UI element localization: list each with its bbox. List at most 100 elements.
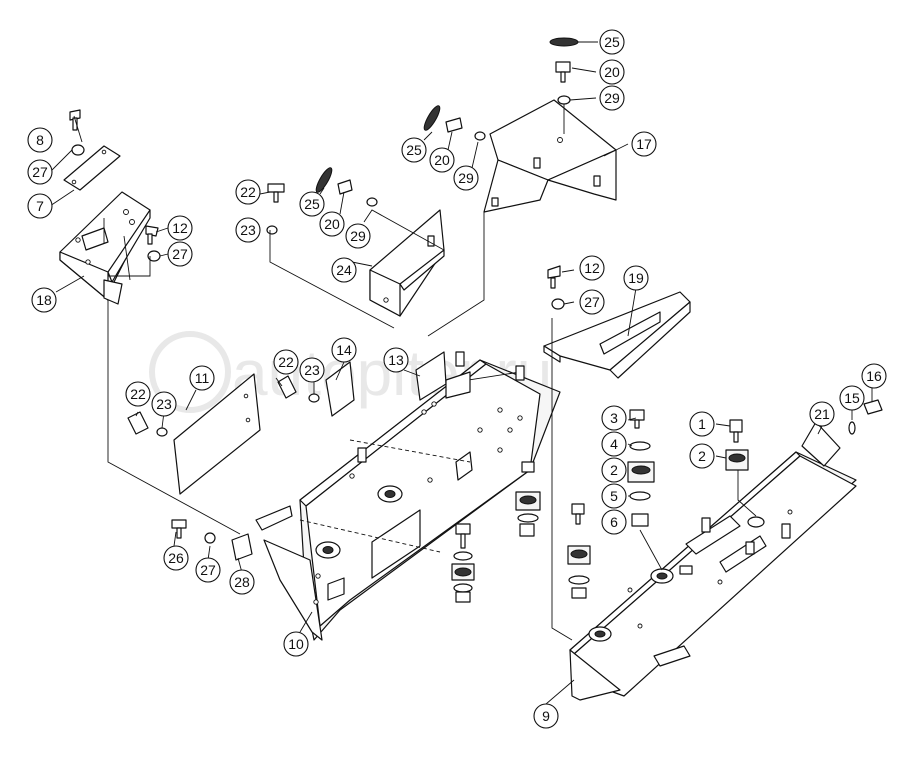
part-cover-17 xyxy=(483,99,617,213)
svg-text:29: 29 xyxy=(350,228,366,244)
part-washer-23c xyxy=(266,225,278,235)
svg-text:9: 9 xyxy=(542,708,550,724)
svg-text:14: 14 xyxy=(336,342,352,358)
callout-27b: 27 xyxy=(167,241,193,267)
callout-27c: 27 xyxy=(195,557,221,583)
part-seal-25b xyxy=(423,105,441,131)
part-plate-28 xyxy=(231,533,253,561)
svg-text:23: 23 xyxy=(156,396,172,412)
callout-23a: 23 xyxy=(235,217,261,243)
callout-25b: 25 xyxy=(401,137,427,163)
callout-14: 14 xyxy=(331,337,357,363)
part-bolt-22b xyxy=(277,375,297,399)
callout-5: 5 xyxy=(601,483,627,509)
callout-22b: 22 xyxy=(125,381,151,407)
part-washer-15 xyxy=(848,421,856,435)
svg-text:22: 22 xyxy=(278,354,294,370)
svg-text:15: 15 xyxy=(844,390,860,406)
svg-text:25: 25 xyxy=(304,196,320,212)
svg-text:25: 25 xyxy=(406,142,422,158)
callout-13: 13 xyxy=(383,347,409,373)
callout-25a: 25 xyxy=(299,191,325,217)
svg-text:22: 22 xyxy=(130,386,146,402)
svg-text:29: 29 xyxy=(604,90,620,106)
callout-2-right: 2 xyxy=(689,443,715,469)
part-mount-stack-right xyxy=(567,503,591,599)
callout-11: 11 xyxy=(189,365,215,391)
svg-text:8: 8 xyxy=(36,132,44,148)
svg-text:20: 20 xyxy=(604,64,620,80)
callout-22c: 22 xyxy=(273,349,299,375)
callout-17: 17 xyxy=(631,131,657,157)
svg-text:1: 1 xyxy=(698,416,706,432)
svg-text:27: 27 xyxy=(200,562,216,578)
part-mount-stack-detail xyxy=(627,409,655,527)
part-bracket-18 xyxy=(59,191,151,305)
part-mount-2-right xyxy=(725,449,749,471)
part-washer-27b xyxy=(147,250,161,262)
part-washer-27c xyxy=(204,532,216,544)
part-bolt-20b xyxy=(445,117,463,133)
svg-text:25: 25 xyxy=(604,34,620,50)
callout-19: 19 xyxy=(623,265,649,291)
callout-27a: 27 xyxy=(27,159,53,185)
callout-4: 4 xyxy=(601,431,627,457)
callout-20a: 20 xyxy=(319,211,345,237)
leader-lines xyxy=(49,41,873,705)
part-bracket-13 xyxy=(415,351,471,401)
svg-text:22: 22 xyxy=(240,184,256,200)
part-plate-7 xyxy=(63,145,121,191)
svg-text:17: 17 xyxy=(636,136,652,152)
callout-29b: 29 xyxy=(453,165,479,191)
callout-20c: 20 xyxy=(599,59,625,85)
part-seal-25a xyxy=(315,167,333,193)
callout-16: 16 xyxy=(861,363,887,389)
part-bolt-20a xyxy=(337,179,353,195)
callout-20b: 20 xyxy=(429,147,455,173)
callout-1: 1 xyxy=(689,411,715,437)
part-bolt-12b xyxy=(547,265,561,289)
callout-27d: 27 xyxy=(579,289,605,315)
svg-text:19: 19 xyxy=(628,270,644,286)
callout-12b: 12 xyxy=(579,255,605,281)
svg-text:16: 16 xyxy=(866,368,882,384)
callout-10: 10 xyxy=(283,631,309,657)
svg-text:10: 10 xyxy=(288,636,304,652)
callout-15: 15 xyxy=(839,385,865,411)
svg-text:29: 29 xyxy=(458,170,474,186)
part-plate-11 xyxy=(173,373,261,495)
part-washer-27d xyxy=(551,298,565,310)
callout-6: 6 xyxy=(601,509,627,535)
part-bolt-1 xyxy=(729,419,743,443)
svg-text:20: 20 xyxy=(324,216,340,232)
part-bolt-22c xyxy=(267,183,285,203)
part-frame-9 xyxy=(569,451,857,701)
svg-text:26: 26 xyxy=(168,550,184,566)
part-mount-stack-center xyxy=(515,461,541,537)
svg-text:18: 18 xyxy=(36,292,52,308)
svg-text:11: 11 xyxy=(195,370,210,386)
part-bracket-19 xyxy=(543,291,691,379)
part-washer-29b xyxy=(474,131,486,141)
part-bracket-24 xyxy=(369,209,445,317)
svg-text:3: 3 xyxy=(610,410,618,426)
callout-3: 3 xyxy=(601,405,627,431)
callout-26: 26 xyxy=(163,545,189,571)
callout-24: 24 xyxy=(331,257,357,283)
callout-21: 21 xyxy=(809,401,835,427)
svg-text:23: 23 xyxy=(304,362,320,378)
part-bolt-26 xyxy=(171,519,187,539)
svg-text:2: 2 xyxy=(698,448,706,464)
svg-text:27: 27 xyxy=(32,164,48,180)
svg-text:23: 23 xyxy=(240,222,256,238)
svg-text:6: 6 xyxy=(610,514,618,530)
part-bracket-14 xyxy=(325,361,355,417)
svg-text:12: 12 xyxy=(172,220,188,236)
svg-text:24: 24 xyxy=(336,262,352,278)
part-handle-21 xyxy=(801,421,841,467)
callout-7: 7 xyxy=(27,193,53,219)
callout-12a: 12 xyxy=(167,215,193,241)
svg-text:5: 5 xyxy=(610,488,618,504)
callout-23b: 23 xyxy=(151,391,177,417)
